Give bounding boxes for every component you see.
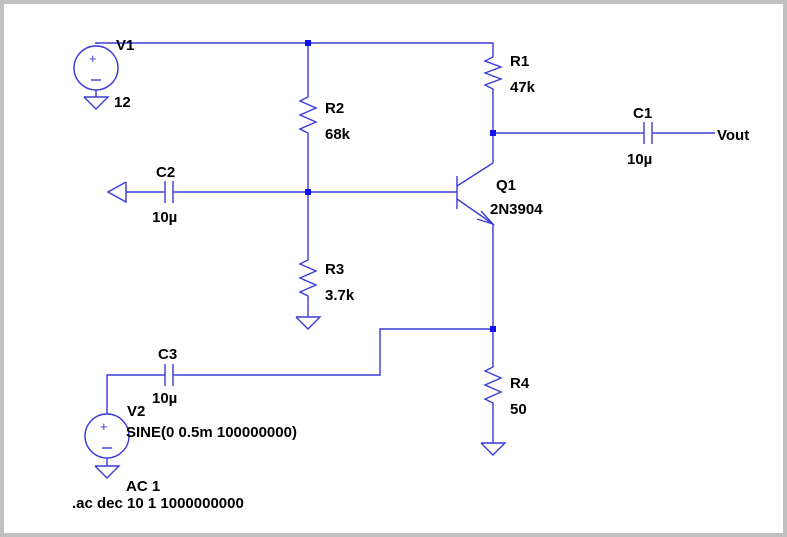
c2-value: 10µ	[152, 209, 177, 226]
ground-icon	[94, 465, 121, 479]
node-emitter	[490, 326, 496, 332]
v2-value: SINE(0 0.5m 100000000)	[126, 424, 297, 441]
node-top	[305, 40, 311, 46]
c1-name: C1	[633, 105, 652, 122]
junction-nodes	[305, 40, 496, 332]
capacitor-icon[interactable]	[161, 364, 177, 386]
node-collector	[490, 130, 496, 136]
resistor-icon[interactable]	[483, 52, 503, 95]
svg-text:+: +	[89, 51, 97, 66]
c3-value: 10µ	[152, 390, 177, 407]
wires	[95, 42, 715, 443]
npn-transistor-icon[interactable]	[456, 162, 496, 226]
svg-text:+: +	[100, 419, 108, 434]
v2-name: V2	[127, 403, 145, 420]
ground-icon	[480, 442, 507, 456]
r2-name: R2	[325, 100, 344, 117]
v1-name: V1	[116, 37, 134, 54]
r4-name: R4	[510, 375, 530, 392]
q1-value: 2N3904	[490, 201, 543, 218]
resistor-icon[interactable]	[298, 255, 318, 303]
capacitor-icon[interactable]	[640, 122, 656, 144]
vout-label: Vout	[717, 127, 749, 144]
c1-value: 10µ	[627, 151, 652, 168]
r1-value: 47k	[510, 79, 536, 96]
ground-icon	[83, 96, 110, 110]
port-arrow-icon	[106, 181, 127, 204]
voltage-source-icon[interactable]: +	[84, 413, 130, 466]
c2-name: C2	[156, 164, 175, 181]
r3-value: 3.7k	[325, 287, 355, 304]
r1-name: R1	[510, 53, 529, 70]
spice-directive[interactable]: .ac dec 10 1 1000000000	[72, 495, 244, 512]
v2-ac: AC 1	[126, 478, 160, 495]
r3-name: R3	[325, 261, 344, 278]
node-base	[305, 189, 311, 195]
resistor-icon[interactable]	[298, 92, 318, 140]
r2-value: 68k	[325, 126, 351, 143]
schematic-area	[4, 4, 783, 533]
c3-name: C3	[158, 346, 177, 363]
ground-icon	[295, 316, 322, 330]
v1-value: 12	[114, 94, 131, 111]
capacitor-icon[interactable]	[161, 181, 177, 203]
q1-name: Q1	[496, 177, 516, 194]
r4-value: 50	[510, 401, 527, 418]
resistor-icon[interactable]	[483, 362, 503, 410]
voltage-source-icon[interactable]: +	[73, 45, 119, 97]
